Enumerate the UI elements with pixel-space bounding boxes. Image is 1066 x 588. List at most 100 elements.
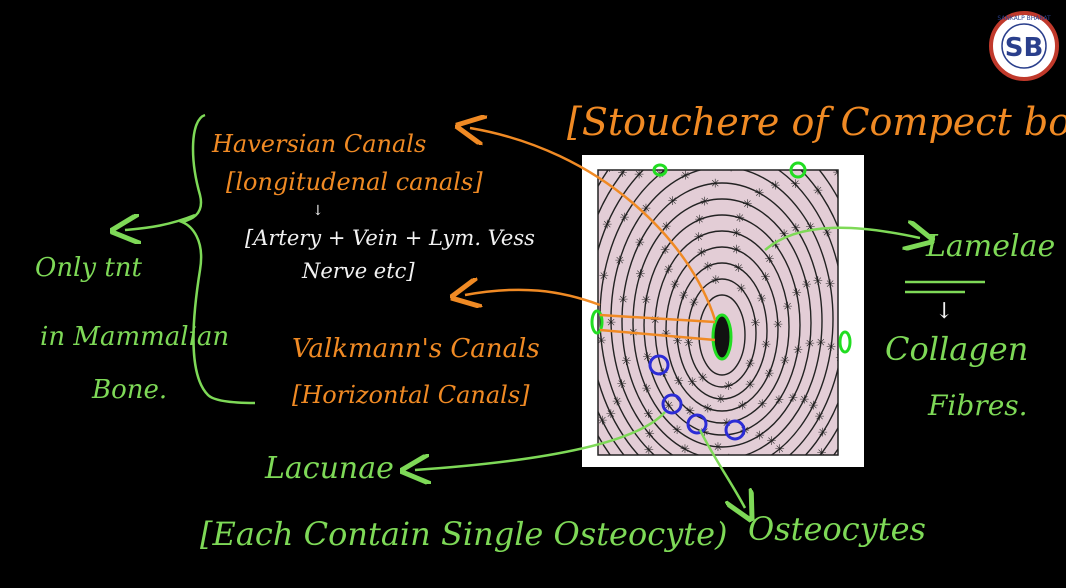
lacuna-mark: ✳ <box>713 440 723 454</box>
lacuna-mark: ✳ <box>867 358 877 372</box>
mammalian-note-line3: Bone. <box>91 375 167 405</box>
lamella-ring <box>698 294 746 376</box>
orange-connectors <box>465 128 717 342</box>
lacuna-mark: ✳ <box>761 338 771 352</box>
lacuna-mark: ✳ <box>640 454 650 468</box>
lacuna-mark: ✳ <box>680 442 690 456</box>
osteocytes-label: Osteocytes <box>748 510 926 548</box>
lamella-ring <box>665 246 779 412</box>
lacuna-mark: ✳ <box>775 442 785 456</box>
lacuna-mark: ✳ <box>660 243 670 257</box>
lacuna-mark: ✳ <box>805 337 815 351</box>
volkmann-canal-line-bottom <box>599 328 716 342</box>
lacuna-mark: ✳ <box>817 446 827 460</box>
lacuna-mark: ✳ <box>635 236 645 250</box>
contents-arrow: ↓ <box>312 203 324 219</box>
lacuna-mark: ✳ <box>661 220 671 234</box>
mammalian-note-line1: Only tnt <box>35 253 143 283</box>
lacunae-description: [Each Contain Single Osteocyte) <box>200 515 728 553</box>
lacuna-mark: ✳ <box>621 354 631 368</box>
lacuna-mark: ✳ <box>620 466 630 480</box>
lacuna-mark: ✳ <box>665 500 675 514</box>
lacuna-mark: ✳ <box>641 382 651 396</box>
lacuna-mark: ✳ <box>703 259 713 273</box>
lacuna-mark: ✳ <box>818 426 828 440</box>
lacuna-mark: ✳ <box>737 398 747 412</box>
lacuna-mark: ✳ <box>757 292 767 306</box>
lacuna-mark: ✳ <box>641 201 651 215</box>
lacuna-mark: ✳ <box>670 278 680 292</box>
lacuna-mark: ✳ <box>694 230 704 244</box>
lacuna-mark: ✳ <box>802 277 812 291</box>
lacuna-mark: ✳ <box>754 186 764 200</box>
lacuna-mark: ✳ <box>711 273 721 287</box>
lacuna-mark: ✳ <box>599 269 609 283</box>
lacuna-mark: ✳ <box>724 452 734 466</box>
lacuna-mark: ✳ <box>687 471 697 485</box>
lacuna-mark: ✳ <box>822 225 832 239</box>
lacuna-mark: ✳ <box>617 377 627 391</box>
top-canal-marker-right <box>789 161 807 179</box>
lacuna-mark: ✳ <box>750 316 760 330</box>
lacuna-mark: ✳ <box>604 161 614 175</box>
lacuna-mark: ✳ <box>815 410 825 424</box>
mammalian-note-line2: in Mammalian <box>40 322 229 352</box>
lamella-ring <box>654 230 790 424</box>
lamelae-down-arrow: ↓ <box>935 299 953 324</box>
lacuna-mark: ✳ <box>687 375 697 389</box>
lacuna-mark: ✳ <box>742 197 752 211</box>
lamella-ring <box>676 262 768 400</box>
lacuna-mark: ✳ <box>816 335 826 349</box>
lacuna-mark: ✳ <box>813 274 823 288</box>
lacuna-mark: ✳ <box>838 287 848 301</box>
lacuna-mark: ✳ <box>770 179 780 193</box>
osteocyte-markers <box>648 354 746 441</box>
haversian-canals-label: Haversian Canals <box>211 130 426 158</box>
lacuna-mark: ✳ <box>872 290 882 304</box>
lacuna-mark: ✳ <box>757 397 767 411</box>
mammalian-note-arrow <box>125 213 196 230</box>
lacuna-mark: ✳ <box>764 252 774 266</box>
lacuna-mark: ✳ <box>698 371 708 385</box>
haversian-arrow <box>470 128 717 321</box>
lamelae-label: Lamelae <box>925 229 1055 264</box>
lacuna-mark: ✳ <box>782 300 792 314</box>
osteocyte-circle <box>686 413 708 435</box>
lacuna-mark: ✳ <box>597 414 607 428</box>
lacuna-mark: ✳ <box>680 169 690 183</box>
lacuna-mark: ✳ <box>689 296 699 310</box>
lacuna-mark: ✳ <box>672 423 682 437</box>
osteocyte-circle <box>661 393 683 415</box>
sankalp-bharat-logo: SB SANKALP BHARAT <box>989 11 1059 81</box>
compact-bone-image: ✳ ✳ ✳ ✳ ✳ ✳ ✳ ✳ ✳ ✳ ✳ ✳ ✳ ✳ ✳ ✳ ✳ ✳ ✳ ✳ ✳ ✳ ✳ ✳ ✳ ✳ ✳ ✳ ✳ ✳ ✳ ✳ ✳ ✳ ✳ ✳ ✳ ✳ ✳ ✳… <box>582 155 882 514</box>
lacuna-mark: ✳ <box>779 467 789 481</box>
lacuna-mark: ✳ <box>788 391 798 405</box>
lacuna-mark: ✳ <box>760 270 770 284</box>
lacuna-mark: ✳ <box>619 210 629 224</box>
lacuna-mark: ✳ <box>790 177 800 191</box>
lacuna-mark: ✳ <box>679 288 689 302</box>
lacuna-mark: ✳ <box>710 176 720 190</box>
lacuna-mark: ✳ <box>697 246 707 260</box>
lacuna-mark: ✳ <box>808 399 818 413</box>
lacuna-mark: ✳ <box>825 277 835 291</box>
lacuna-mark: ✳ <box>774 393 784 407</box>
osteocyte-circle <box>724 419 746 441</box>
lacuna-mark: ✳ <box>716 392 726 406</box>
lacuna-mark: ✳ <box>745 356 755 370</box>
lamella-ring <box>610 170 834 455</box>
logo-inner-ring <box>1001 23 1047 69</box>
lacuna-mark: ✳ <box>703 401 713 415</box>
lamelae-arrow <box>764 228 920 250</box>
lacuna-mark: ✳ <box>684 336 694 350</box>
lacuna-mark: ✳ <box>723 379 733 393</box>
lacuna-mark: ✳ <box>677 492 687 506</box>
lacuna-mark: ✳ <box>612 395 622 409</box>
lacuna-mark: ✳ <box>663 262 673 276</box>
lacuna-mark: ✳ <box>642 350 652 364</box>
lacuna-mark: ✳ <box>731 243 741 257</box>
lacuna-mark: ✳ <box>780 354 790 368</box>
lamella-ring <box>621 182 823 455</box>
lacuna-mark: ✳ <box>835 351 845 365</box>
lacuna-mark: ✳ <box>813 183 823 197</box>
